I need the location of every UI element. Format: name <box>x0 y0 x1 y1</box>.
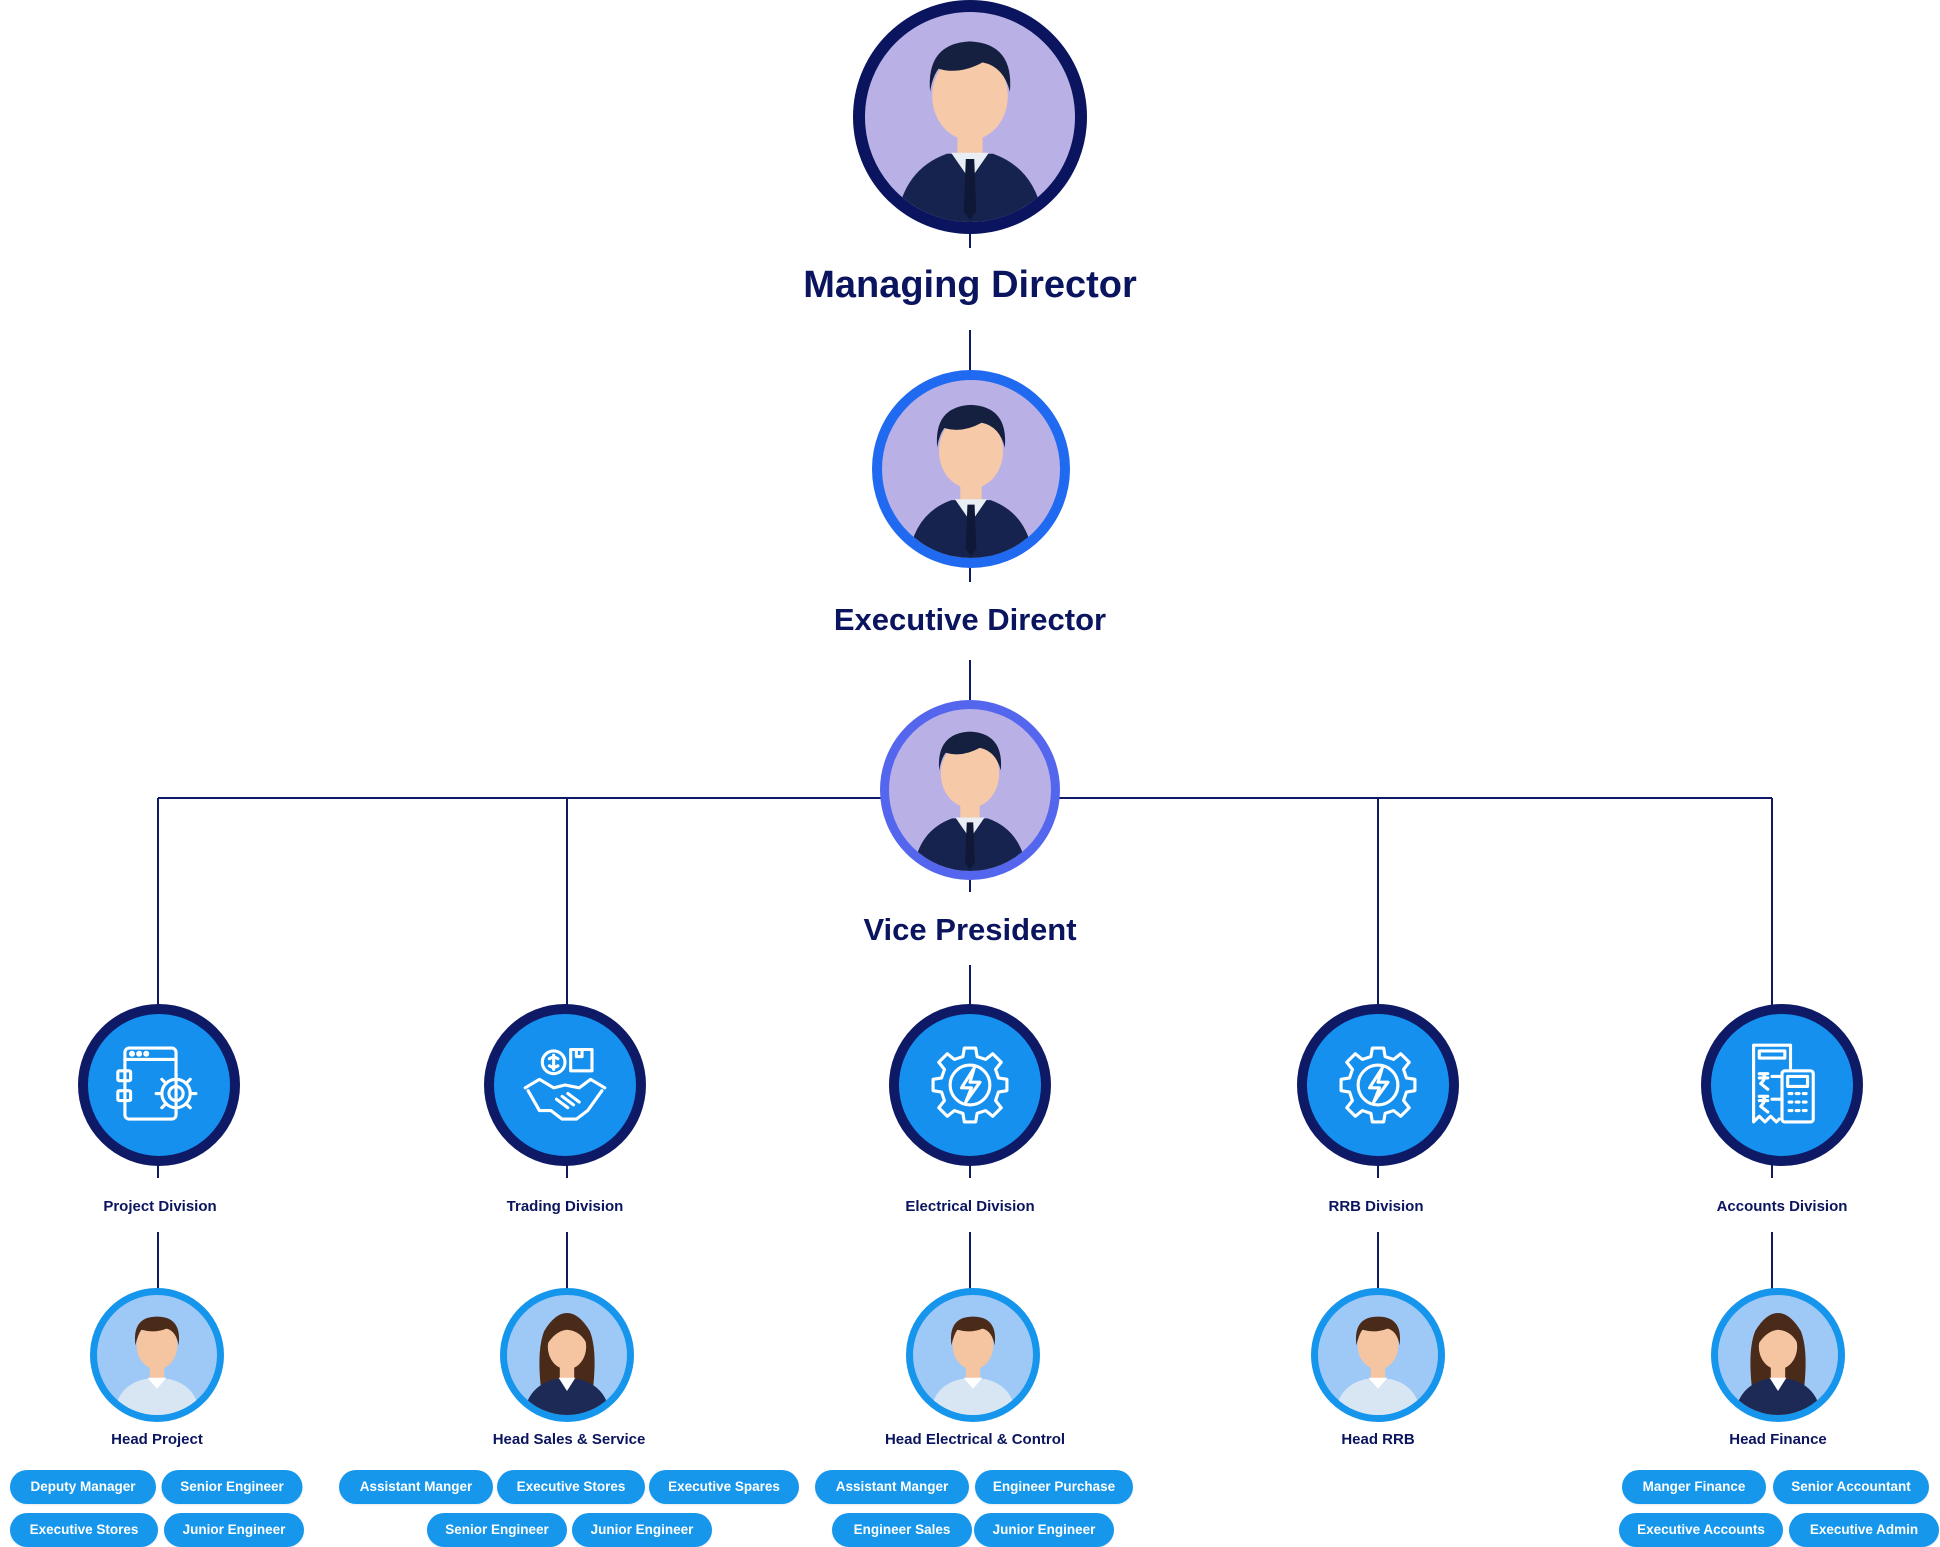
electrical-division-label: Electrical Division <box>901 1198 1039 1215</box>
role-pill[interactable]: Deputy Manager <box>10 1470 156 1504</box>
managing-director-label: Managing Director <box>793 264 1147 307</box>
head-electrical-control-avatar[interactable] <box>906 1288 1040 1422</box>
role-pill[interactable]: Senior Accountant <box>1773 1470 1929 1504</box>
role-pill[interactable]: Executive Spares <box>649 1470 799 1504</box>
project-division-node[interactable] <box>78 1004 240 1166</box>
rrb-division-label: RRB Division <box>1324 1198 1428 1215</box>
role-pill[interactable]: Junior Engineer <box>572 1513 712 1547</box>
role-pill[interactable]: Junior Engineer <box>164 1513 304 1547</box>
handshake-dollar-box-icon <box>523 1047 607 1121</box>
role-pill[interactable]: Executive Admin <box>1789 1513 1939 1547</box>
role-pill[interactable]: Executive Accounts <box>1619 1513 1783 1547</box>
accounts-division-node[interactable] <box>1701 1004 1863 1166</box>
female-employee-avatar-icon <box>523 1313 611 1415</box>
role-pill[interactable]: Engineer Sales <box>832 1513 972 1547</box>
electrical-division-node[interactable] <box>889 1004 1051 1166</box>
lightning-gear-icon <box>1339 1046 1417 1124</box>
role-pill[interactable]: Executive Stores <box>497 1470 645 1504</box>
head-rrb-avatar[interactable] <box>1311 1288 1445 1422</box>
head-finance-label: Head Finance <box>1725 1431 1831 1448</box>
lightning-gear-icon <box>931 1046 1009 1124</box>
rrb-division-node[interactable] <box>1297 1004 1459 1166</box>
role-pill[interactable]: Manger Finance <box>1622 1470 1766 1504</box>
role-pill[interactable]: Assistant Manger <box>815 1470 969 1504</box>
head-rrb-label: Head RRB <box>1337 1431 1419 1448</box>
head-sales-service-avatar[interactable] <box>500 1288 634 1422</box>
head-electrical-control-label: Head Electrical & Control <box>880 1431 1070 1448</box>
head-sales-service-label: Head Sales & Service <box>488 1431 650 1448</box>
head-project-avatar[interactable] <box>90 1288 224 1422</box>
trading-division-node[interactable] <box>484 1004 646 1166</box>
male-executive-avatar-icon <box>896 41 1044 222</box>
role-pill[interactable]: Senior Engineer <box>427 1513 567 1547</box>
role-pill[interactable]: Engineer Purchase <box>975 1470 1133 1504</box>
role-pill[interactable]: Assistant Manger <box>339 1470 493 1504</box>
rupee-receipt-calculator-icon <box>1752 1043 1815 1124</box>
managing-director-avatar[interactable] <box>853 0 1087 234</box>
female-employee-avatar-icon <box>1734 1313 1822 1415</box>
head-project-label: Head Project <box>107 1431 207 1448</box>
male-employee-avatar-icon <box>113 1316 201 1415</box>
role-pill[interactable]: Junior Engineer <box>974 1513 1114 1547</box>
male-executive-avatar-icon <box>908 404 1034 558</box>
vice-president-avatar[interactable] <box>880 700 1060 880</box>
role-pill[interactable]: Executive Stores <box>10 1513 158 1547</box>
executive-director-label: Executive Director <box>823 602 1117 638</box>
head-finance-avatar[interactable] <box>1711 1288 1845 1422</box>
male-employee-avatar-icon <box>1334 1316 1422 1415</box>
male-employee-avatar-icon <box>929 1316 1017 1415</box>
executive-director-avatar[interactable] <box>872 370 1070 568</box>
trading-division-label: Trading Division <box>502 1198 628 1215</box>
project-division-label: Project Division <box>99 1198 221 1215</box>
accounts-division-label: Accounts Division <box>1712 1198 1852 1215</box>
male-executive-avatar-icon <box>913 731 1027 871</box>
role-pill[interactable]: Senior Engineer <box>161 1470 303 1504</box>
project-gear-document-icon <box>116 1046 198 1121</box>
vice-president-label: Vice President <box>853 912 1087 948</box>
